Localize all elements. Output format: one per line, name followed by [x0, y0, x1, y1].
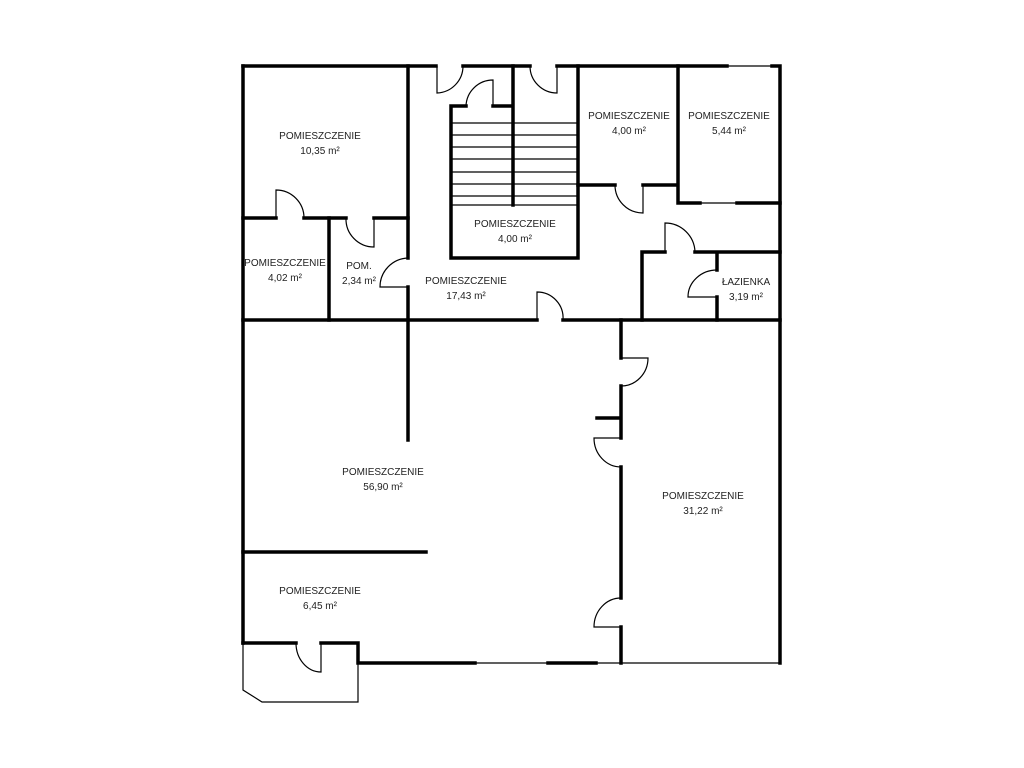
room-area: 31,22 m² — [683, 506, 723, 517]
room-area: 10,35 m² — [300, 146, 340, 157]
room-area: 6,45 m² — [303, 601, 338, 612]
room-area: 17,43 m² — [446, 291, 486, 302]
room-label: POMIESZCZENIE — [588, 111, 670, 122]
room-label: POMIESZCZENIE — [662, 491, 744, 502]
stairs — [451, 122, 578, 206]
room-label: POMIESZCZENIE — [279, 586, 361, 597]
room-label: POM. — [346, 261, 372, 272]
room-area: 2,34 m² — [342, 276, 377, 287]
walls — [241, 64, 782, 703]
room-area: 4,02 m² — [268, 273, 303, 284]
room-area: 4,00 m² — [498, 234, 533, 245]
room-label: ŁAZIENKA — [722, 277, 771, 288]
room-area: 56,90 m² — [363, 482, 403, 493]
room-label: POMIESZCZENIE — [688, 111, 770, 122]
room-labels: POMIESZCZENIE 10,35 m² POMIESZCZENIE 4,0… — [244, 111, 770, 612]
room-area: 3,19 m² — [729, 292, 764, 303]
room-label: POMIESZCZENIE — [425, 276, 507, 287]
room-label: POMIESZCZENIE — [342, 467, 424, 478]
room-label: POMIESZCZENIE — [474, 219, 556, 230]
room-area: 4,00 m² — [612, 126, 647, 137]
room-area: 5,44 m² — [712, 126, 747, 137]
room-label: POMIESZCZENIE — [244, 258, 326, 269]
room-label: POMIESZCZENIE — [279, 131, 361, 142]
doors — [275, 65, 718, 673]
